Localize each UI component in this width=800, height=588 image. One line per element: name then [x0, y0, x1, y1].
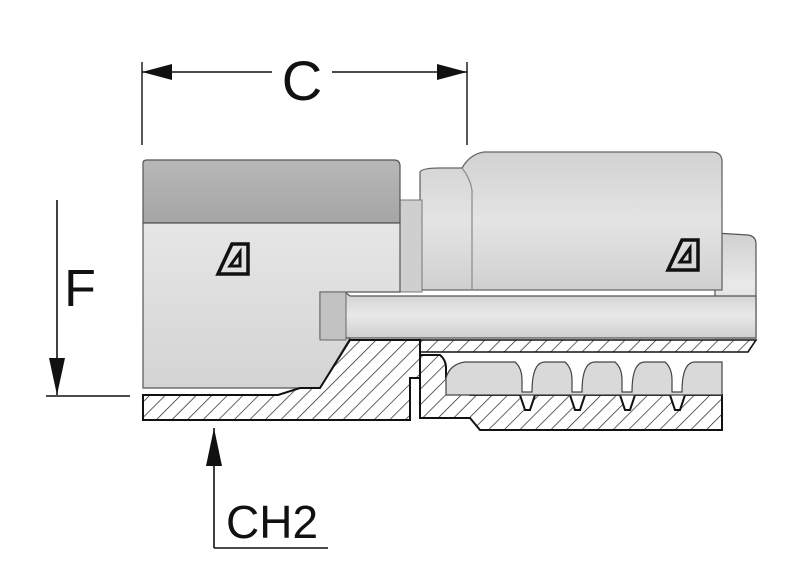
dimension-c: C — [141, 49, 468, 145]
fitting-neck — [399, 199, 423, 293]
ferrule-cross-section — [419, 339, 758, 431]
manufacturer-logo-icon — [665, 238, 700, 272]
ferrule-body — [419, 151, 723, 291]
dimension-f: F — [46, 200, 130, 397]
dimension-f-label: F — [64, 260, 96, 318]
dimension-c-label: C — [282, 49, 322, 112]
insert-stem — [319, 291, 757, 339]
dimension-ch2-label: CH2 — [226, 496, 318, 548]
manufacturer-logo-icon — [215, 242, 250, 276]
dimension-ch2: CH2 — [206, 428, 328, 549]
hex-nut — [142, 159, 401, 389]
